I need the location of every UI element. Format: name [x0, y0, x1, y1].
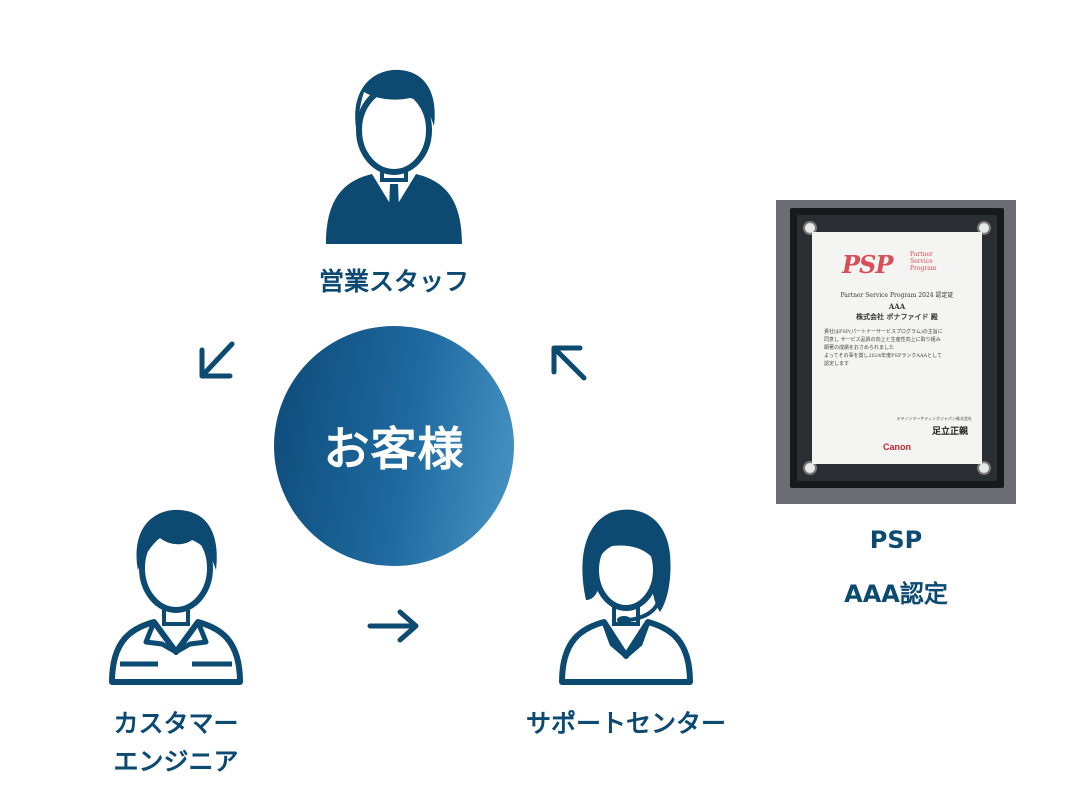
support-center-label: サポートセンター [525, 709, 726, 738]
psp-logo: PSP [842, 250, 893, 279]
engineer-icon [109, 509, 243, 685]
certificate-caption-line2: AAA認定 [844, 580, 948, 608]
customer-engineer-label-line1: カスタマー [113, 709, 239, 738]
certificate-program-line: Partner Service Program 2024 認定証 [840, 292, 954, 299]
psp-logo-subtitle: Partner Service Program [910, 251, 937, 272]
customer-engineer-label-line2: エンジニア [113, 747, 239, 776]
arrow-down-left-icon [199, 341, 235, 379]
certificate-recipient: 株式会社 ボナファイド 殿 [856, 312, 938, 321]
customer-circle: お客様 [274, 326, 514, 566]
arrow-right-icon [367, 609, 419, 643]
certificate-rank: AAA [888, 302, 906, 311]
operator-headset-icon [559, 509, 693, 685]
sales-staff-label: 営業スタッフ [318, 267, 469, 296]
certificate-plaque: PSP Partner Service Program Partner Serv… [776, 200, 1016, 504]
customer-label: お客様 [323, 422, 465, 476]
certificate-paper: PSP Partner Service Program Partner Serv… [812, 232, 982, 464]
canon-logo: Canon [883, 442, 911, 452]
certificate-caption-line1: PSP [869, 526, 923, 554]
certificate-body: 貴社はPSP(パートナーサービスプログラム)の主旨に 同意し サービス品質の向上… [824, 329, 943, 367]
businessman-icon [326, 69, 462, 244]
arrow-up-left-icon [551, 345, 587, 381]
certificate-signature: 足立正親 [931, 427, 968, 437]
certificate-issuer: キヤノンマーケティングジャパン株式会社 [896, 416, 972, 421]
